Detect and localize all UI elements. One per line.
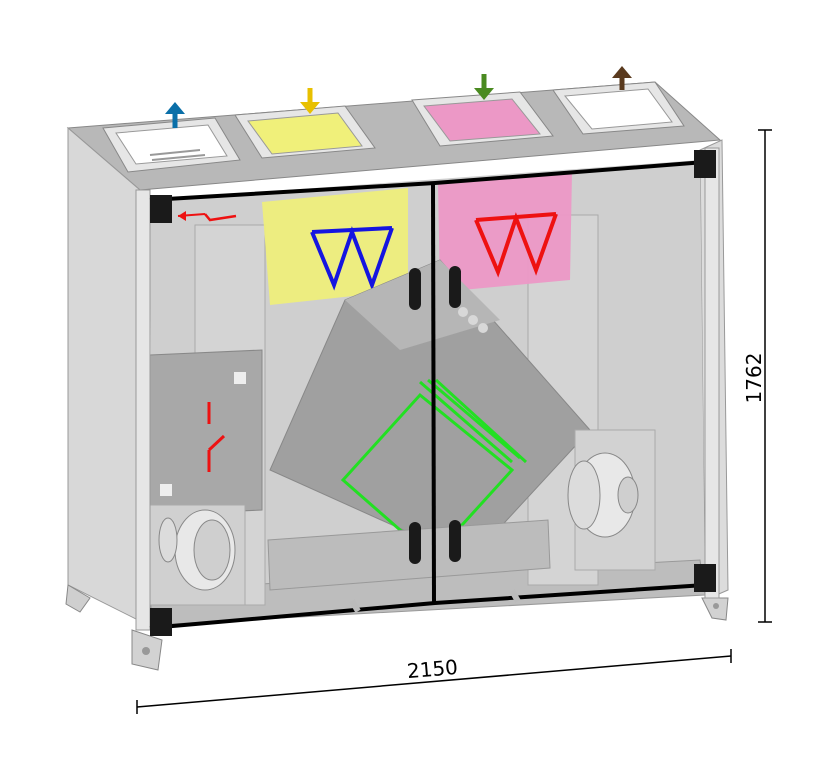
door-split — [431, 182, 436, 605]
port-exhaust — [552, 81, 685, 135]
filter-symbol-icon — [474, 212, 558, 278]
switch-icon — [207, 402, 226, 472]
sensor-icon — [177, 211, 237, 222]
height-label: 1762 — [742, 353, 766, 404]
arrow-up-icon — [165, 102, 185, 128]
door-handle-right-top[interactable] — [449, 266, 461, 308]
door-handle-right-bottom[interactable] — [449, 520, 461, 562]
port-extract — [411, 91, 554, 147]
foot-hole — [713, 603, 719, 609]
arrow-down-icon — [474, 74, 494, 100]
corner-bracket — [150, 608, 172, 636]
front-post-right — [704, 147, 720, 599]
corner-bracket — [694, 564, 716, 592]
front-frame — [135, 147, 720, 636]
supply-filter — [262, 188, 408, 305]
door-handle-left-top[interactable] — [409, 268, 421, 310]
electrical-box — [149, 349, 263, 516]
internal-components — [149, 172, 656, 606]
arrow-up-icon — [612, 66, 632, 90]
extract-fan — [567, 429, 656, 571]
foot-hole — [142, 647, 150, 655]
drain-outlet — [349, 599, 361, 613]
extract-filter — [438, 172, 572, 292]
foot-left — [65, 584, 91, 613]
arrow-down-icon — [300, 88, 320, 114]
width-label: 2150 — [406, 655, 459, 683]
corner-bracket — [150, 195, 172, 223]
foot-front-right — [701, 597, 729, 621]
drain-outlet — [509, 589, 521, 603]
top-ports — [102, 81, 685, 173]
supply-fan — [149, 504, 246, 606]
corner-bracket — [694, 150, 716, 178]
port-outdoor — [234, 105, 376, 159]
dimension-width: 2150 — [136, 649, 732, 714]
airflow-arrows — [165, 66, 632, 128]
door-handle-left-bottom[interactable] — [409, 522, 421, 564]
filter-symbol-icon — [310, 226, 394, 291]
dimension-height: 1762 — [742, 129, 772, 623]
front-post-left — [135, 189, 151, 631]
